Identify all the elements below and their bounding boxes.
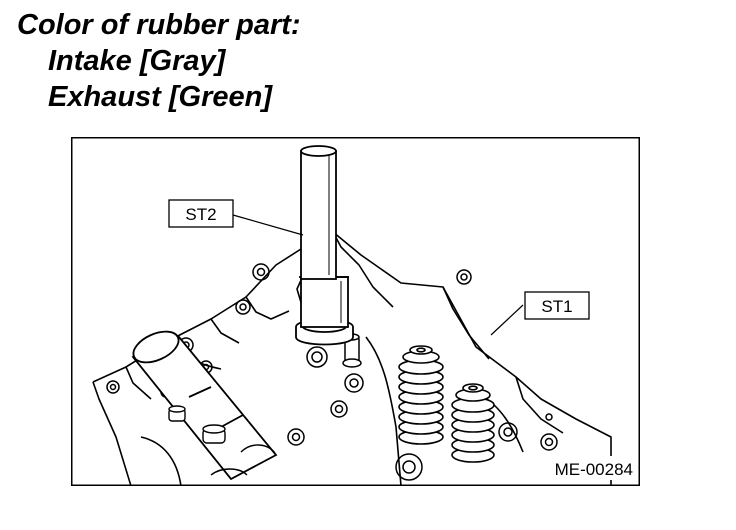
st2-callout-label: ST2 <box>185 205 216 224</box>
st2-tool <box>295 145 354 346</box>
heading-line-exhaust: Exhaust [Green] <box>48 81 272 113</box>
valve-spring-1 <box>398 345 444 445</box>
heading-line-title: Color of rubber part: <box>17 9 301 41</box>
left-tube <box>131 330 278 481</box>
st1-callout-box <box>524 291 590 320</box>
valve-tool-illustration: ST2 ST1 ME-00284 <box>71 137 640 486</box>
st2-callout-box <box>168 199 234 228</box>
heading: Color of rubber part: Intake [Gray] Exha… <box>0 0 736 120</box>
small-valve-parts <box>168 405 276 476</box>
leader-lines <box>232 214 524 336</box>
heading-line-intake: Intake [Gray] <box>48 45 226 77</box>
st1-callout-label: ST1 <box>541 297 572 316</box>
valve-spring-2 <box>451 383 495 463</box>
figure-reference-code: ME-00284 <box>555 460 633 479</box>
